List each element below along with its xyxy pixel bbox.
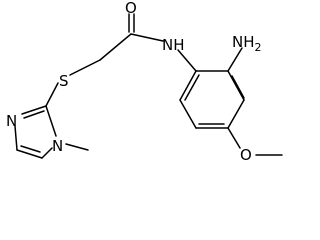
bond-s-imidazole <box>45 82 59 107</box>
atom-amino-nh2: NH2 <box>232 33 262 54</box>
bond-imid-c2-n3 <box>21 105 47 115</box>
bond-ring-inner-1 <box>231 75 245 99</box>
bond-ring-c2-c3 <box>227 70 245 101</box>
atom-methoxy-oxygen: O <box>240 146 252 164</box>
bond-imid-c4-c5-inner <box>20 145 41 153</box>
bond-imid-c2-n3-inner <box>23 110 45 119</box>
bond-ring-c3-c4 <box>227 99 245 129</box>
bond-aryl-o <box>227 127 241 149</box>
bond-ring-c5-c6 <box>179 99 197 129</box>
atom-imidazole-n1-methyl: N <box>52 137 63 155</box>
bond-carbonyl-nh <box>130 33 164 42</box>
atom-labels: O NH NH2 S N N O <box>6 0 262 164</box>
atom-amide-nh: NH <box>162 36 185 54</box>
atom-carbonyl-oxygen: O <box>125 0 137 17</box>
atom-imidazole-n3: N <box>6 112 17 130</box>
bond-ch2-s <box>69 59 101 76</box>
bond-imid-c4-c5 <box>16 149 43 159</box>
bond-carbonyl-ch2 <box>99 33 132 61</box>
bond-aryl-nh2 <box>227 47 243 72</box>
bond-ring-inner-3 <box>184 74 200 101</box>
atom-amino-nh: NH <box>232 33 255 51</box>
bond-imid-c5-n1 <box>41 147 53 159</box>
molecule-structure: O NH NH2 S N N O <box>6 0 283 164</box>
bond-imid-n3-c4 <box>14 125 18 151</box>
bond-imid-n1-c2 <box>45 105 57 137</box>
atom-amino-subscript: 2 <box>255 41 262 54</box>
bond-nh-aryl <box>177 49 197 72</box>
bond-ring-c6-c1 <box>179 70 197 101</box>
bond-imid-n-methyl <box>65 143 89 151</box>
bonds <box>14 13 283 159</box>
atom-sulfur: S <box>59 72 69 90</box>
